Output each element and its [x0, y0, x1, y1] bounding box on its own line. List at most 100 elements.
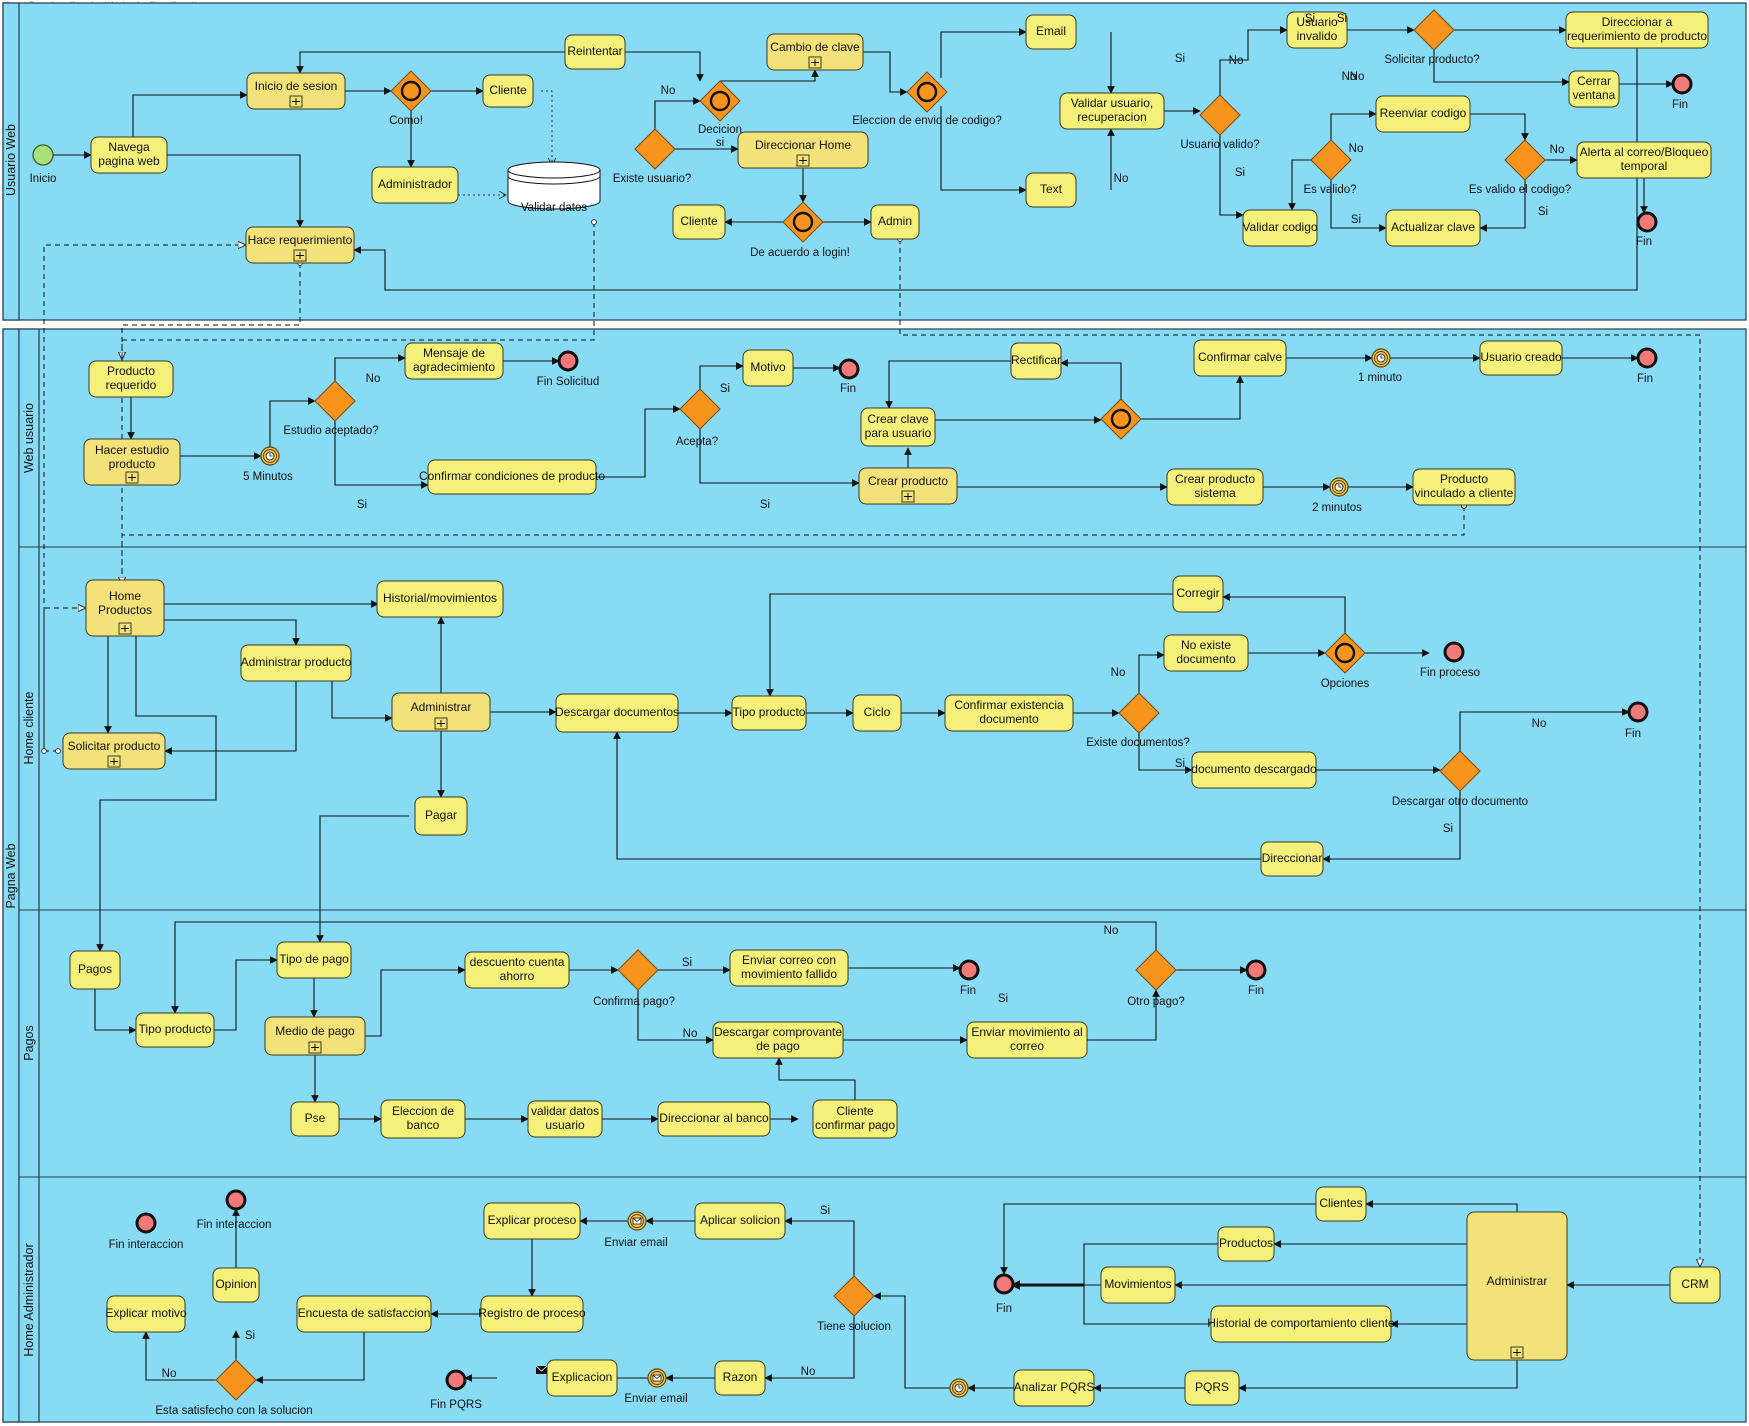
task[interactable]: Actualizar clave [1385, 209, 1481, 247]
task[interactable]: Descargar documentos [555, 693, 679, 733]
timer-event[interactable] [949, 1378, 969, 1398]
gateway[interactable]: Esta satisfecho con la solucion [155, 1359, 313, 1417]
end-event[interactable]: Fin interaccion [109, 1212, 184, 1251]
task[interactable]: Administrar producto [240, 644, 352, 682]
task[interactable]: Direccionar Home [737, 131, 869, 169]
end-event[interactable]: Fin interaccion [197, 1189, 272, 1231]
task[interactable]: Pagos [69, 950, 121, 990]
task[interactable]: Administrar [1466, 1211, 1568, 1361]
task[interactable]: Confirmar calve [1193, 339, 1287, 377]
task[interactable]: documento descargado [1191, 751, 1317, 789]
gateway[interactable]: Usuario valido? [1180, 94, 1260, 151]
end-event[interactable]: Fin PQRS [430, 1369, 482, 1411]
task[interactable]: Explicacion [546, 1359, 618, 1397]
gateway[interactable]: Estudio aceptado? [283, 380, 379, 437]
gateway[interactable]: Como! [389, 70, 432, 127]
task[interactable]: Inicio de sesion [246, 72, 346, 110]
task[interactable]: Pagar [414, 796, 468, 836]
task[interactable]: Administrador [371, 166, 459, 204]
task[interactable]: Medio de pago [264, 1016, 366, 1056]
end-event[interactable]: Fin proceso [1420, 641, 1480, 679]
task[interactable]: Validar codigo [1242, 209, 1318, 247]
end-event[interactable]: Fin [958, 959, 980, 997]
task[interactable]: Productos [1217, 1226, 1275, 1262]
gateway[interactable]: Es valido? [1303, 139, 1357, 196]
timer-event[interactable]: 5 Minutos [243, 446, 293, 483]
gateway[interactable]: De acuerdo a login! [750, 201, 850, 259]
gateway[interactable]: Eleccion de envio de codigo? [852, 71, 1002, 127]
task[interactable]: Solicitar producto [62, 732, 166, 770]
task[interactable]: Encuesta de satisfaccion [296, 1295, 432, 1333]
task[interactable]: Reintentar [564, 34, 626, 70]
task[interactable]: Crear producto [858, 467, 958, 505]
task[interactable]: Administrar [391, 692, 491, 732]
task[interactable]: Usuario creado [1479, 340, 1563, 376]
end-event[interactable]: Fin [1636, 347, 1658, 385]
gateway[interactable]: Tiene solucion [817, 1275, 891, 1333]
task[interactable]: Movimientos [1100, 1266, 1176, 1304]
gateway[interactable]: Descargar otro documento [1392, 750, 1528, 808]
task[interactable]: Direccionar al banco [657, 1101, 771, 1137]
task[interactable]: Text [1025, 172, 1077, 208]
task[interactable]: Corregir [1172, 575, 1224, 613]
task[interactable]: Analizar PQRS [1013, 1369, 1095, 1407]
task[interactable]: PQRS [1184, 1370, 1240, 1406]
task[interactable]: Hace requerimiento [245, 226, 355, 264]
task[interactable]: Cliente [672, 204, 726, 240]
task[interactable]: Reenviar codigo [1375, 95, 1471, 133]
task[interactable]: Rectificar [1010, 342, 1062, 380]
task[interactable]: Clientes [1315, 1186, 1367, 1222]
task[interactable]: Validar usuario,recuperacion [1059, 92, 1165, 130]
task[interactable]: Tipo de pago [276, 941, 352, 979]
task[interactable]: Opinion [212, 1267, 260, 1303]
task[interactable]: Admin [870, 204, 920, 240]
end-event[interactable]: Fin [1245, 959, 1267, 997]
end-event[interactable]: Fin [1671, 73, 1693, 111]
gateway[interactable]: Solicitar producto? [1384, 9, 1480, 66]
task[interactable]: Confirmar condiciones de producto [419, 459, 605, 495]
task[interactable]: Registro de proceso [478, 1295, 586, 1333]
task[interactable]: CRM [1669, 1266, 1721, 1304]
task[interactable]: Pse [290, 1101, 340, 1137]
gateway[interactable]: Existe documentos? [1086, 692, 1190, 749]
end-event[interactable]: Fin [1636, 211, 1658, 248]
end-event[interactable]: Fin [1625, 701, 1649, 740]
gateway[interactable]: Opciones [1321, 632, 1370, 690]
task[interactable]: Motivo [742, 349, 794, 387]
message-event[interactable]: Enviar email [604, 1211, 668, 1249]
message-event[interactable]: Enviar email [624, 1368, 688, 1405]
gateway[interactable]: Otro pago? [1127, 949, 1185, 1008]
timer-event[interactable]: 2 minutos [1312, 477, 1362, 514]
task[interactable]: Email [1025, 14, 1077, 50]
gateway[interactable]: Confirma pago? [593, 949, 675, 1008]
end-event[interactable]: Fin [838, 358, 860, 395]
task[interactable]: Ciclo [852, 694, 902, 732]
gateway[interactable]: Acepta? [676, 388, 721, 448]
end-event[interactable]: Fin Solicitud [537, 350, 600, 388]
gateway[interactable]: Existe usuario? [613, 128, 692, 185]
task[interactable]: Cambio de clave [766, 33, 864, 71]
task[interactable]: Razon [714, 1360, 766, 1396]
gateway[interactable] [1100, 398, 1142, 440]
task[interactable]: Tipo producto [135, 1012, 215, 1048]
